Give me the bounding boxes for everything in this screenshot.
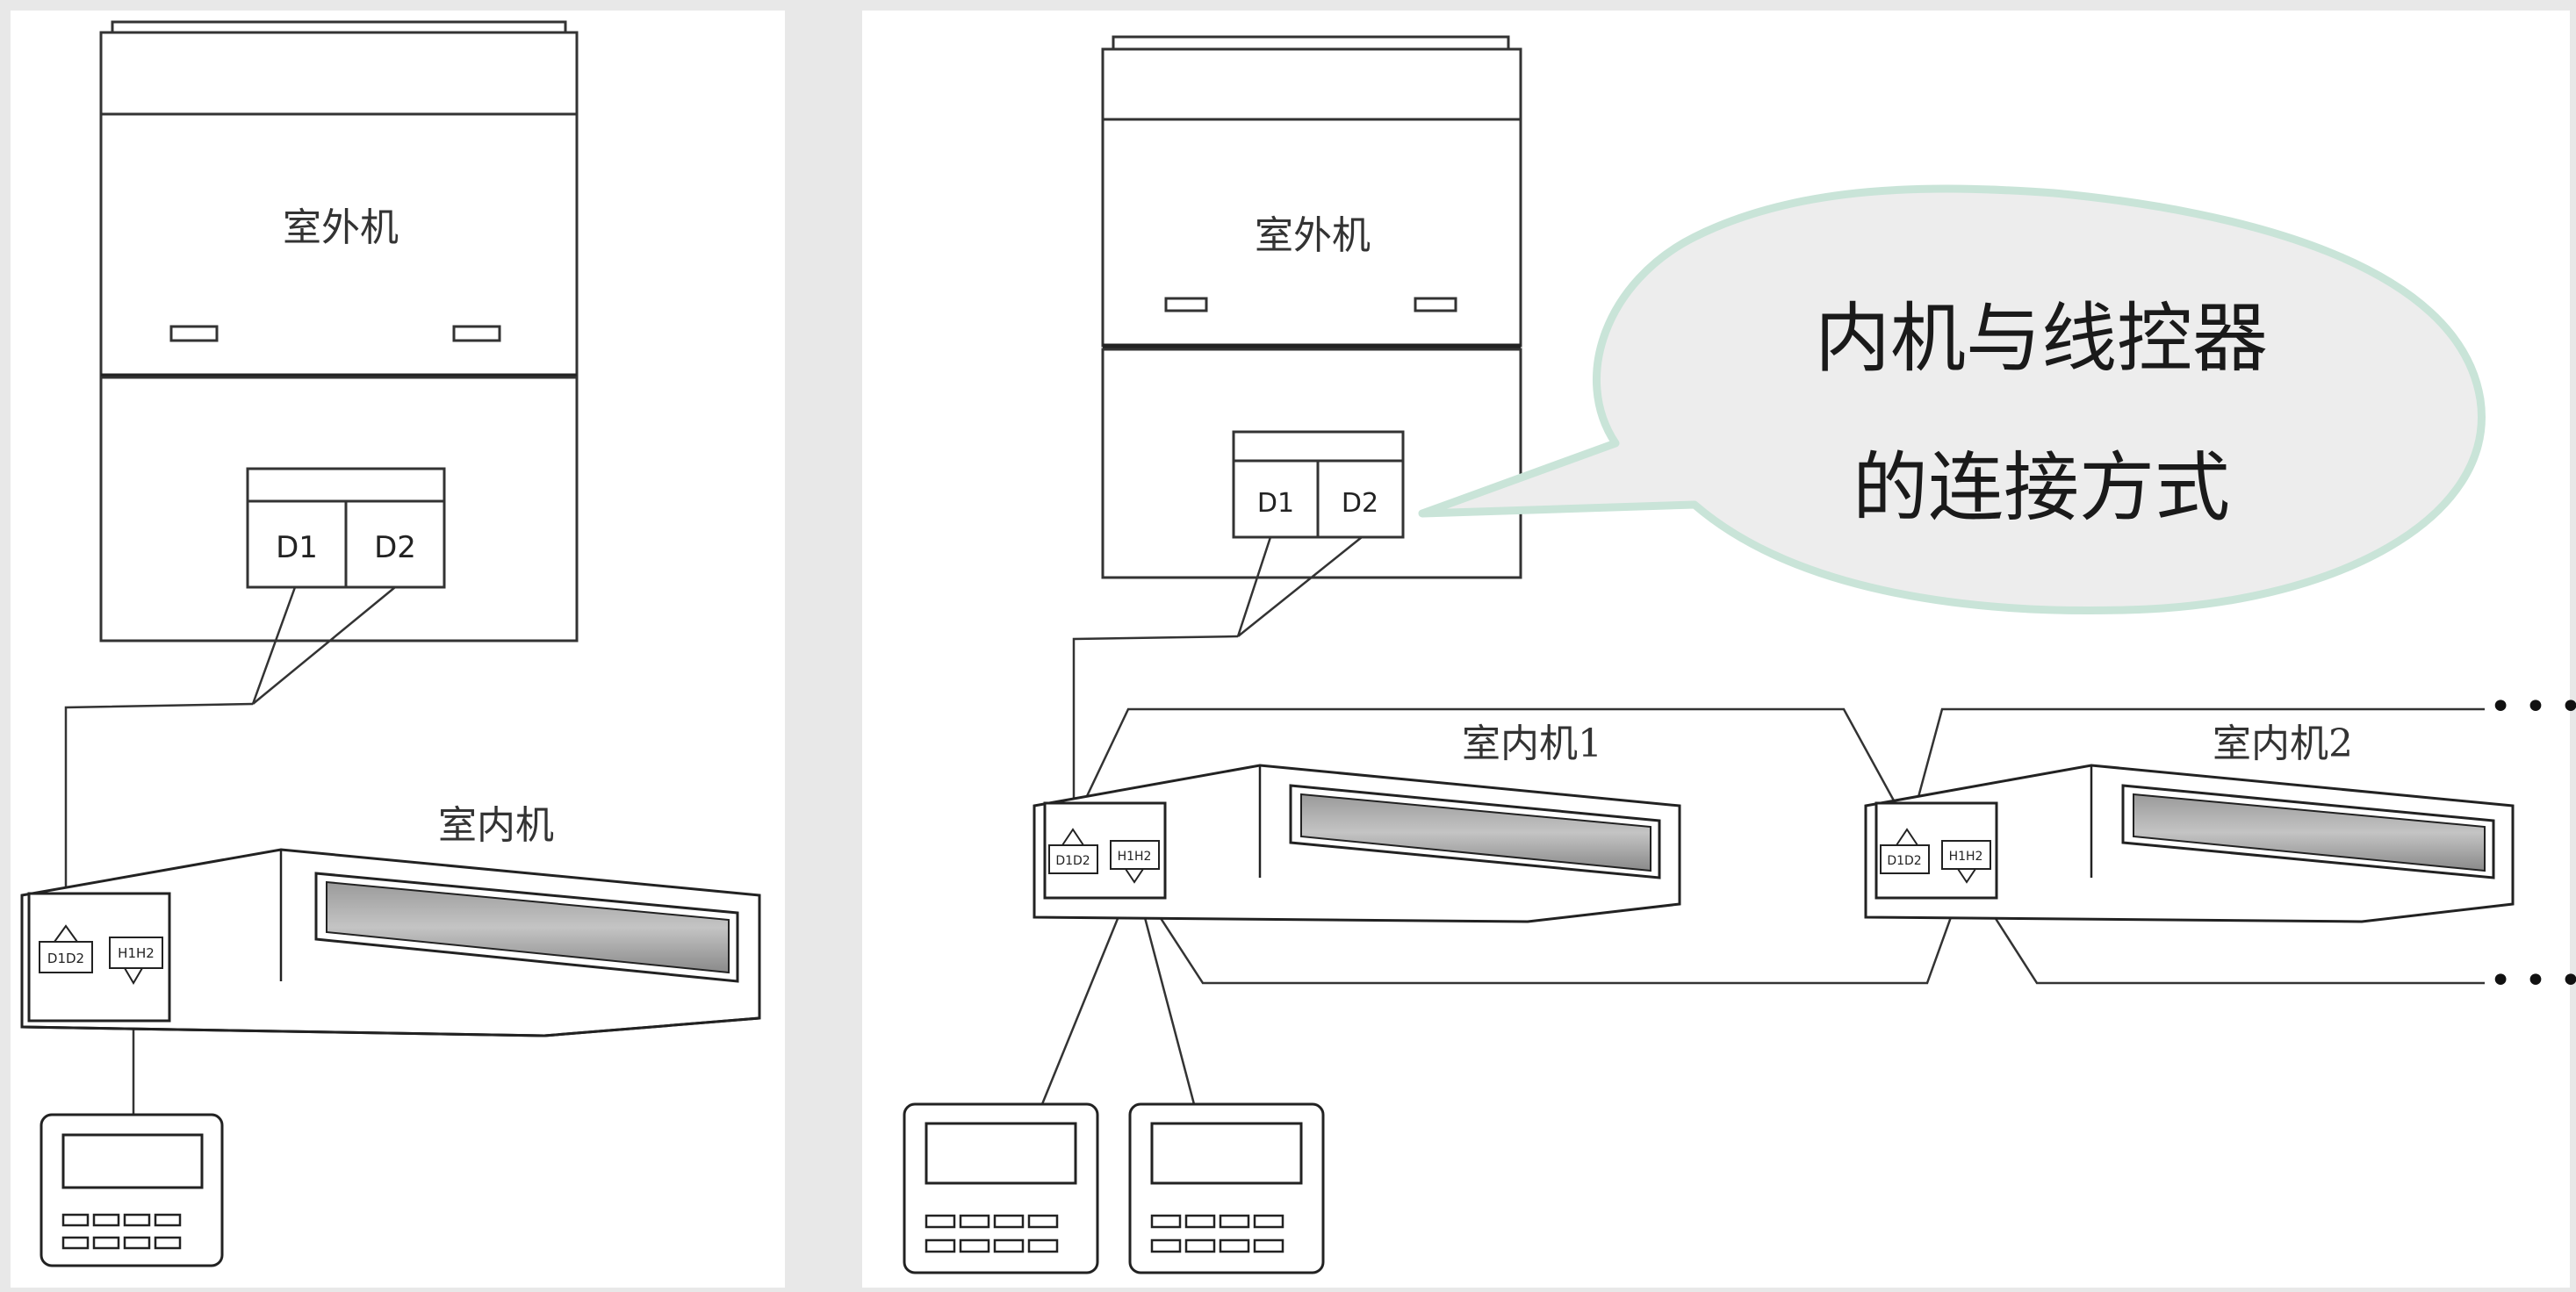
left-indoor-unit bbox=[20, 848, 761, 1037]
right-wired-controller-1 bbox=[903, 1102, 1099, 1274]
right-indoor-unit-1 bbox=[1033, 764, 1681, 923]
right-outdoor-unit-label: 室外机 bbox=[1255, 213, 1371, 258]
right-comm-wires bbox=[1069, 536, 2485, 830]
callout-line-2: 的连接方式 bbox=[1853, 444, 2230, 532]
left-outdoor-unit-label: 室外机 bbox=[283, 205, 399, 250]
right-indoor-1-port-d1d2: D1D2 bbox=[1055, 854, 1090, 868]
callout-line-1: 内机与线控器 bbox=[1815, 295, 2268, 383]
controller-bus-continuation: • • • bbox=[2489, 958, 2576, 1003]
left-terminal-d1: D1 bbox=[276, 530, 318, 565]
right-indoor-2-port-d1d2: D1D2 bbox=[1887, 854, 1921, 868]
right-indoor-unit-2-label: 室内机2 bbox=[2213, 721, 2353, 766]
left-indoor-port-h1h2: H1H2 bbox=[118, 945, 155, 961]
left-indoor-port-d1d2: D1D2 bbox=[47, 951, 84, 966]
comm-bus-continuation: • • • bbox=[2489, 685, 2576, 729]
right-indoor-1-port-h1h2: H1H2 bbox=[1118, 850, 1152, 864]
right-terminal-d1: D1 bbox=[1257, 488, 1294, 519]
right-indoor-unit-1-label: 室内机1 bbox=[1462, 721, 1602, 766]
left-wired-controller bbox=[40, 1113, 224, 1267]
right-indoor-2-port-h1h2: H1H2 bbox=[1949, 850, 1983, 864]
right-wired-controller-2 bbox=[1128, 1102, 1325, 1274]
left-outdoor-unit bbox=[99, 20, 579, 642]
right-outdoor-unit bbox=[1101, 35, 1522, 579]
right-terminal-d2: D2 bbox=[1342, 488, 1378, 519]
left-comm-wires bbox=[64, 586, 396, 1115]
callout-bubble bbox=[1418, 184, 2486, 614]
left-terminal-d2: D2 bbox=[374, 530, 416, 565]
right-indoor-unit-2 bbox=[1864, 764, 2515, 923]
left-indoor-unit-label: 室内机 bbox=[438, 803, 554, 848]
